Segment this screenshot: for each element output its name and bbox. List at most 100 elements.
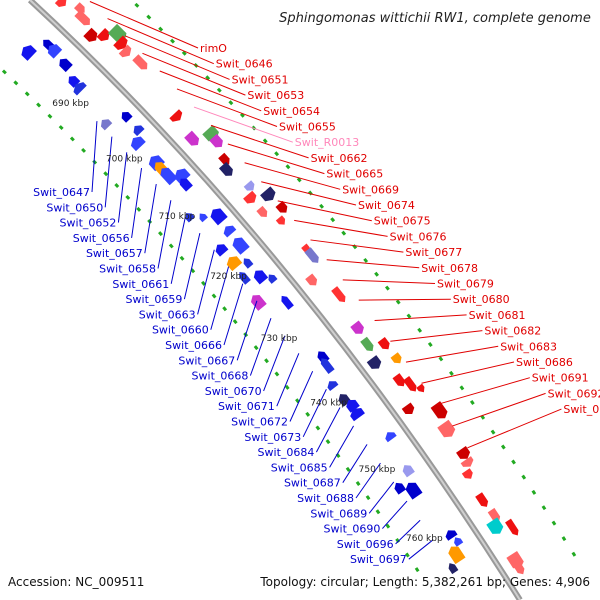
forward-gene-arrow	[456, 445, 471, 459]
gene-label-swit_0646: Swit_0646	[216, 58, 273, 71]
leader-line	[408, 539, 434, 560]
reverse-gene-arrow	[73, 82, 87, 96]
gc-tick	[315, 425, 321, 431]
right-gene-labels: rimOSwit_0646Swit_0651Swit_0653Swit_0654…	[200, 42, 600, 416]
forward-gene-arrow	[184, 130, 200, 146]
gc-tick	[69, 136, 75, 142]
forward-gene-arrow	[113, 35, 128, 50]
forward-gene-arrow	[218, 152, 230, 165]
kbp-label: 710 kbp	[159, 212, 196, 222]
reverse-gene-arrow	[350, 408, 365, 422]
leader-line	[374, 314, 467, 322]
kbp-label: 750 kbp	[359, 465, 396, 475]
leader-line	[91, 121, 98, 193]
gc-tick	[201, 280, 206, 286]
gc-tick	[521, 474, 527, 480]
reverse-gene-arrow	[130, 136, 146, 152]
forward-gene-arrow	[260, 186, 276, 202]
gc-tick	[405, 552, 410, 558]
gene-label-swit_0681: Swit_0681	[469, 309, 526, 322]
gene-label-swit_0657: Swit_0657	[86, 247, 143, 260]
gc-tick	[345, 466, 351, 472]
forward-gene-arrow	[461, 468, 473, 479]
reverse-gene-arrow	[239, 272, 251, 285]
forward-gene-arrow	[243, 190, 257, 204]
leader-line	[157, 200, 172, 269]
gene-label-swit_0650: Swit_0650	[46, 201, 103, 214]
leader-line	[310, 239, 404, 253]
gc-tick	[168, 243, 174, 249]
leader-line	[302, 389, 327, 438]
gc-tick	[449, 370, 454, 376]
gene-label-swit_0696: Swit_0696	[337, 538, 394, 551]
gene-label-swit_0693: Swit_0693	[563, 403, 600, 416]
reverse-gene-arrow	[43, 39, 55, 51]
gc-tick	[47, 113, 53, 119]
gc-tick	[253, 345, 259, 351]
gc-tick	[125, 194, 131, 200]
forward-gene-arrow	[350, 320, 364, 334]
gc-tick	[216, 87, 222, 93]
leader-line	[176, 88, 278, 127]
kbp-label: 690 kbp	[52, 99, 89, 109]
leader-line	[159, 70, 262, 112]
gc-tick	[81, 147, 87, 153]
gc-tick	[13, 80, 19, 86]
gc-tick	[406, 313, 412, 319]
gene-label-swit_0683: Swit_0683	[500, 340, 557, 353]
gc-tick	[375, 509, 381, 515]
leader-line	[436, 377, 530, 406]
reverse-gene-arrow	[59, 58, 73, 73]
leader-line	[395, 519, 421, 545]
reverse-gene-arrow	[346, 399, 360, 413]
gc-tick	[561, 536, 567, 542]
gc-tick	[36, 102, 42, 108]
leader-line	[223, 283, 244, 346]
gene-label-swit_0691: Swit_0691	[532, 372, 589, 385]
left-gene-labels: Swit_0647Swit_0650Swit_0652Swit_0656Swit…	[33, 186, 407, 566]
reverse-gene-arrow	[250, 295, 267, 311]
reverse-gene-arrow	[327, 381, 339, 391]
leader-line	[124, 35, 230, 80]
gene-label-swit_r0013: Swit_R0013	[295, 136, 360, 149]
gc-tick	[262, 138, 268, 144]
gc-tick	[438, 356, 444, 362]
gene-label-swit_0658: Swit_0658	[99, 263, 156, 276]
genome-backbone-highlight	[29, 0, 521, 600]
leader-line	[390, 330, 483, 342]
gene-label-swit_0677: Swit_0677	[405, 246, 462, 259]
reverse-gene-arrow	[454, 537, 464, 547]
reverse-gene-arrow	[281, 295, 294, 310]
reverse-gene-arrow	[448, 546, 466, 565]
gc-tick	[205, 75, 211, 81]
forward-gene-arrow	[169, 109, 183, 122]
forward-gene-arrow	[506, 550, 524, 569]
reverse-gene-arrow	[405, 482, 423, 500]
gene-label-swit_0662: Swit_0662	[311, 152, 368, 165]
gc-tick	[170, 38, 175, 44]
reverse-gene-arrow	[320, 358, 335, 374]
reverse-gene-arrow	[448, 563, 459, 575]
accession-text: Accession: NC_009511	[8, 575, 144, 589]
forward-gene-arrow	[430, 401, 448, 419]
leader-line	[329, 425, 355, 468]
gc-tick	[385, 523, 391, 529]
leader-line	[244, 162, 341, 190]
kbp-label: 760 kbp	[406, 534, 443, 544]
leader-line	[382, 500, 408, 529]
gc-tick	[103, 171, 109, 177]
gc-tick	[551, 520, 557, 526]
leader-line	[294, 219, 388, 237]
gene-label-swit_0678: Swit_0678	[421, 262, 478, 275]
gc-tick	[146, 14, 152, 20]
leader-line	[104, 136, 113, 208]
gc-tick	[500, 444, 506, 450]
gc-tick	[284, 384, 290, 390]
gene-label-rimo: rimO	[200, 42, 227, 55]
forward-gene-arrow	[275, 215, 286, 225]
gene-label-swit_0690: Swit_0690	[324, 523, 381, 536]
gene-label-swit_0675: Swit_0675	[374, 215, 431, 228]
reverse-gene-arrow	[385, 432, 397, 443]
reverse-gene-arrow	[253, 270, 269, 285]
